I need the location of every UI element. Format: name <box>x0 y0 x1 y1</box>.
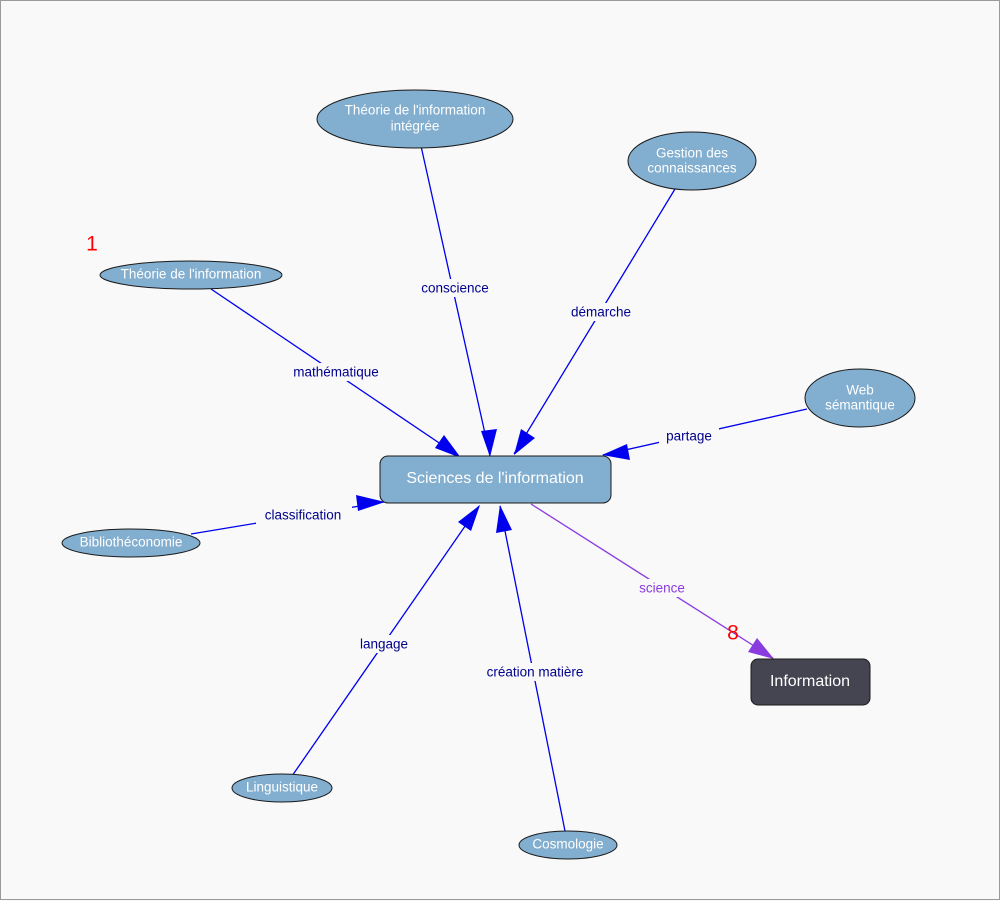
node-biblio-label: Bibliothéconomie <box>80 535 183 550</box>
edge-label-conscience: conscience <box>421 281 489 296</box>
node-theorie-label: Théorie de l'information <box>121 267 262 282</box>
edge-conscience: conscience <box>414 145 497 457</box>
node-theorie-information[interactable]: Théorie de l'information <box>99 260 283 290</box>
node-information[interactable]: Information <box>750 658 871 706</box>
node-gestion-line2: connaissances <box>647 161 737 176</box>
edge-label-langage: langage <box>360 637 408 652</box>
node-bibliotheconomie[interactable]: Bibliothéconomie <box>61 528 201 558</box>
node-sciences-information[interactable]: Sciences de l'information <box>379 455 612 504</box>
node-linguistique[interactable]: Linguistique <box>231 773 333 803</box>
edge-label-science: science <box>639 581 685 596</box>
edge-langage: langage <box>291 505 480 777</box>
edge-creation-matiere: création matière <box>475 505 595 832</box>
edge-label-creation-matiere: création matière <box>487 665 584 680</box>
edge-mathematique: mathématique <box>210 288 461 458</box>
node-cosmologie[interactable]: Cosmologie <box>518 830 618 860</box>
node-theorie-integree-line1: Théorie de l'information <box>345 103 486 118</box>
edge-partage: partage <box>602 408 808 460</box>
node-theorie-integree-line2: intégrée <box>391 119 440 134</box>
edge-demarche: démarche <box>513 188 676 455</box>
edge-science: science <box>530 503 774 659</box>
node-web-semantique[interactable]: Web sémantique <box>804 368 916 428</box>
node-information-label: Information <box>770 673 850 690</box>
node-web-line1: Web <box>846 383 874 398</box>
node-gestion-connaissances[interactable]: Gestion des connaissances <box>627 131 757 191</box>
node-center-label: Sciences de l'information <box>406 470 583 487</box>
node-gestion-line1: Gestion des <box>656 146 728 161</box>
marker-1: 1 <box>86 233 98 256</box>
node-linguistique-label: Linguistique <box>246 780 318 795</box>
edge-classification: classification <box>190 495 385 535</box>
edge-label-mathematique: mathématique <box>293 365 379 380</box>
node-theorie-integree[interactable]: Théorie de l'information intégrée <box>316 89 514 149</box>
edge-label-partage: partage <box>666 429 712 444</box>
node-cosmologie-label: Cosmologie <box>532 837 603 852</box>
node-web-line2: sémantique <box>825 398 895 413</box>
edge-label-demarche: démarche <box>571 305 631 320</box>
edge-label-classification: classification <box>265 508 342 523</box>
marker-8: 8 <box>727 622 739 645</box>
